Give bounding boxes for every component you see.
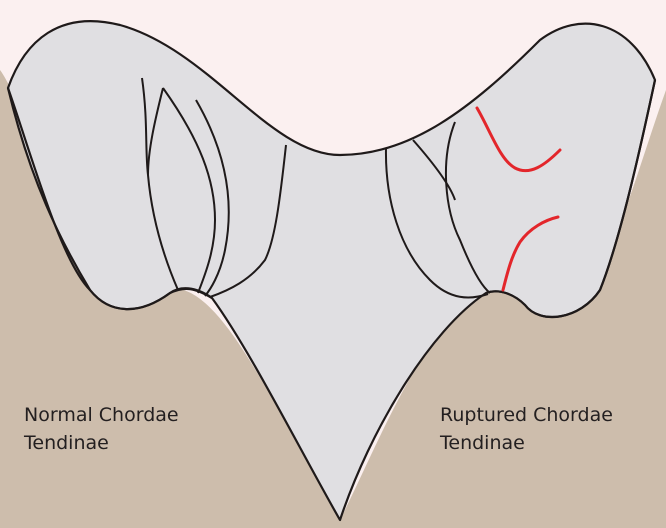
ruptured-chordae-label-line1: Ruptured Chordae (440, 401, 613, 429)
normal-chordae-label: Normal Chordae Tendinae (24, 401, 179, 457)
normal-chordae-label-line2: Tendinae (24, 429, 179, 457)
ruptured-chordae-label-line2: Tendinae (440, 429, 613, 457)
ruptured-chordae-label: Ruptured Chordae Tendinae (440, 401, 613, 457)
normal-chordae-label-line1: Normal Chordae (24, 401, 179, 429)
